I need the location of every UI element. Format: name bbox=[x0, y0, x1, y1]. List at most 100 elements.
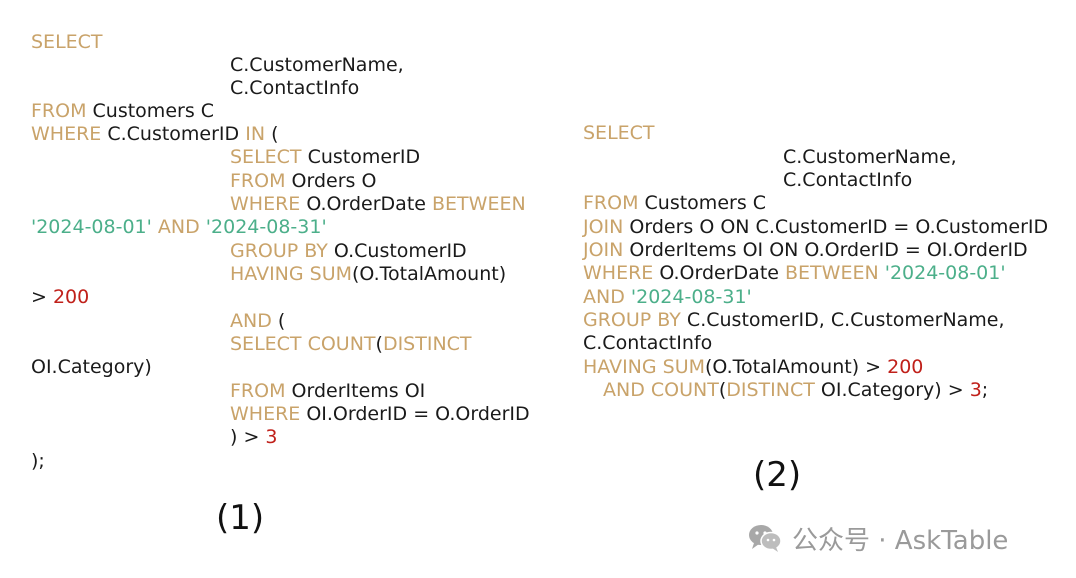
code-line: FROM OrderItems OI bbox=[230, 380, 425, 403]
code-line: C.CustomerName, bbox=[230, 54, 404, 77]
code-text: OI.Category) > bbox=[814, 379, 970, 401]
code-line: WHERE C.CustomerID IN ( bbox=[31, 123, 279, 146]
code-line: FROM Customers C bbox=[31, 100, 214, 123]
watermark: 公众号 · AskTable bbox=[748, 520, 1008, 556]
code-line: C.ContactInfo bbox=[583, 332, 712, 355]
sql-keyword: SELECT COUNT bbox=[230, 333, 376, 355]
label-query-2: (2) bbox=[753, 455, 802, 495]
code-text: C.CustomerID, C.CustomerName, bbox=[680, 309, 1005, 331]
sql-keyword: HAVING SUM bbox=[583, 356, 706, 378]
code-text: O.OrderDate bbox=[300, 193, 433, 215]
code-text: ( bbox=[375, 333, 383, 355]
code-text: Orders O ON C.CustomerID = O.CustomerID bbox=[623, 216, 1049, 238]
sql-keyword: WHERE bbox=[31, 123, 102, 145]
code-text: C.CustomerID bbox=[101, 123, 246, 145]
code-text: ) > bbox=[230, 426, 266, 448]
sql-keyword: GROUP BY bbox=[583, 309, 681, 331]
code-text: C.ContactInfo bbox=[230, 77, 360, 99]
code-line: GROUP BY O.CustomerID bbox=[230, 240, 467, 263]
code-line: AND ( bbox=[230, 310, 285, 333]
code-line: SELECT CustomerID bbox=[230, 146, 420, 169]
sql-keyword: SELECT bbox=[583, 122, 655, 144]
sql-string: '2024-08-31' bbox=[205, 216, 327, 238]
sql-keyword: AND bbox=[151, 216, 206, 238]
sql-keyword: WHERE bbox=[230, 403, 301, 425]
code-text: (O.TotalAmount) > bbox=[705, 356, 888, 378]
code-text: OI.OrderID = O.OrderID bbox=[300, 403, 530, 425]
code-text: ( bbox=[271, 310, 286, 332]
code-line: FROM Customers C bbox=[583, 192, 766, 215]
code-line: HAVING SUM(O.TotalAmount) > 200 bbox=[583, 356, 923, 379]
code-line: AND '2024-08-31' bbox=[583, 286, 752, 309]
sql-keyword: WHERE bbox=[583, 262, 654, 284]
sql-keyword: DISTINCT bbox=[726, 379, 815, 401]
code-line: AND COUNT(DISTINCT OI.Category) > 3; bbox=[603, 379, 988, 402]
code-line: ); bbox=[31, 450, 45, 473]
code-text: OI.Category) bbox=[31, 356, 152, 378]
code-text: Customers C bbox=[638, 192, 767, 214]
code-text: C.CustomerName, bbox=[783, 146, 957, 168]
sql-string: '2024-08-01' bbox=[884, 262, 1006, 284]
code-line: C.ContactInfo bbox=[783, 169, 912, 192]
sql-keyword: WHERE bbox=[230, 193, 301, 215]
sql-number: 200 bbox=[52, 286, 90, 308]
code-line: ) > 3 bbox=[230, 426, 278, 449]
sql-keyword: FROM bbox=[583, 192, 639, 214]
sql-number: 3 bbox=[265, 426, 278, 448]
sql-keyword: BETWEEN bbox=[432, 193, 526, 215]
sql-keyword: HAVING SUM bbox=[230, 263, 353, 285]
code-text: C.CustomerName, bbox=[230, 54, 404, 76]
code-line: JOIN Orders O ON C.CustomerID = O.Custom… bbox=[583, 216, 1048, 239]
code-text: C.ContactInfo bbox=[583, 332, 713, 354]
code-text: C.ContactInfo bbox=[783, 169, 913, 191]
sql-keyword: SELECT bbox=[31, 31, 103, 53]
sql-keyword: AND COUNT bbox=[603, 379, 719, 401]
sql-keyword: FROM bbox=[31, 100, 87, 122]
code-line: FROM Orders O bbox=[230, 170, 376, 193]
code-line: WHERE O.OrderDate BETWEEN bbox=[230, 193, 526, 216]
sql-keyword: FROM bbox=[230, 380, 286, 402]
sql-string: '2024-08-31' bbox=[630, 286, 752, 308]
sql-string: '2024-08-01' bbox=[31, 216, 152, 238]
code-text: OrderItems OI bbox=[285, 380, 426, 402]
sql-keyword: IN bbox=[245, 123, 266, 145]
code-line: SELECT bbox=[31, 31, 103, 54]
code-text: O.OrderDate bbox=[653, 262, 786, 284]
code-line: HAVING SUM(O.TotalAmount) bbox=[230, 263, 506, 286]
code-line: WHERE O.OrderDate BETWEEN '2024-08-01' bbox=[583, 262, 1006, 285]
code-line: GROUP BY C.CustomerID, C.CustomerName, bbox=[583, 309, 1005, 332]
code-text: ( bbox=[718, 379, 727, 401]
wechat-icon bbox=[748, 523, 782, 553]
code-line: SELECT COUNT(DISTINCT bbox=[230, 333, 472, 356]
code-text: (O.TotalAmount) bbox=[352, 263, 507, 285]
sql-keyword: BETWEEN bbox=[785, 262, 879, 284]
code-line: > 200 bbox=[31, 286, 89, 309]
code-text: OrderItems OI ON O.OrderID = OI.OrderID bbox=[623, 239, 1028, 261]
code-text: Customers C bbox=[86, 100, 215, 122]
label-query-1: (1) bbox=[216, 498, 265, 538]
code-text: O.CustomerID bbox=[327, 240, 467, 262]
code-text: CustomerID bbox=[301, 146, 421, 168]
sql-number: 200 bbox=[887, 356, 924, 378]
sql-keyword: JOIN bbox=[583, 239, 624, 261]
sql-keyword: AND bbox=[230, 310, 272, 332]
sql-keyword: FROM bbox=[230, 170, 286, 192]
code-line: '2024-08-01' AND '2024-08-31' bbox=[31, 216, 327, 239]
sql-number: 3 bbox=[969, 379, 982, 401]
sql-keyword: JOIN bbox=[583, 216, 624, 238]
code-text: ); bbox=[31, 450, 45, 472]
code-line: JOIN OrderItems OI ON O.OrderID = OI.Ord… bbox=[583, 239, 1028, 262]
sql-keyword: DISTINCT bbox=[382, 333, 472, 355]
sql-keyword: GROUP BY bbox=[230, 240, 328, 262]
code-text: ; bbox=[981, 379, 989, 401]
code-text: Orders O bbox=[285, 170, 377, 192]
code-line: C.ContactInfo bbox=[230, 77, 359, 100]
code-line: OI.Category) bbox=[31, 356, 152, 379]
sql-keyword: SELECT bbox=[230, 146, 302, 168]
code-line: WHERE OI.OrderID = O.OrderID bbox=[230, 403, 530, 426]
code-text: > bbox=[31, 286, 53, 308]
code-line: SELECT bbox=[583, 122, 655, 145]
code-line: C.CustomerName, bbox=[783, 146, 957, 169]
watermark-text: 公众号 · AskTable bbox=[792, 525, 1009, 556]
code-text: ( bbox=[265, 123, 279, 145]
